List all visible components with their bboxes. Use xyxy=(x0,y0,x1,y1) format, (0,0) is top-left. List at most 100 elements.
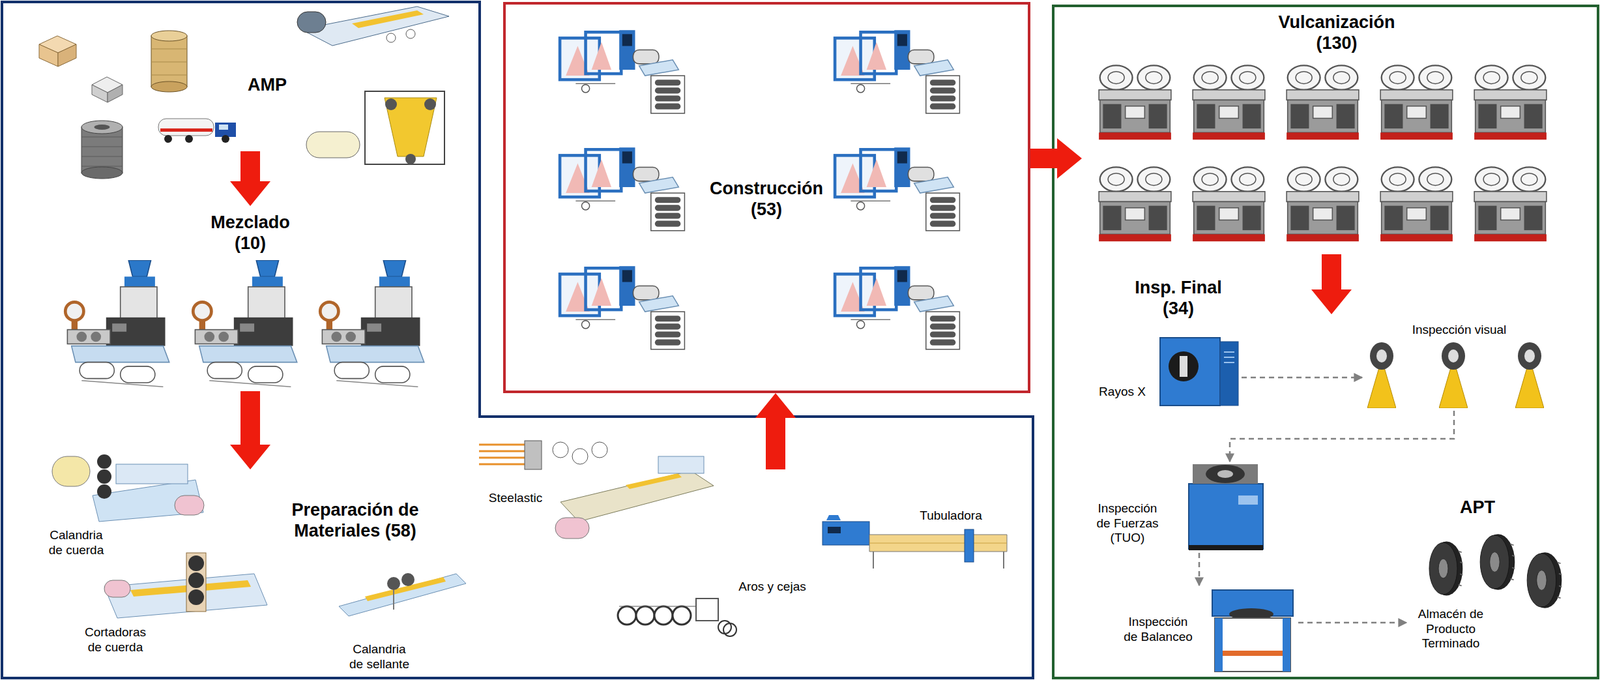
preparation-machine xyxy=(826,514,841,521)
preparation-machine xyxy=(97,469,112,484)
curing-press xyxy=(1474,65,1547,140)
tire-builder xyxy=(559,29,960,350)
preparation-machine xyxy=(696,598,719,621)
raw-material-icons xyxy=(386,33,396,43)
preparation-machine xyxy=(524,440,542,470)
curing-press xyxy=(1474,166,1547,242)
raw-material-icons xyxy=(384,97,437,157)
raw-material-icons xyxy=(218,124,229,130)
preparation-machine xyxy=(174,495,204,515)
inspection-machine xyxy=(1429,541,1463,596)
preparation-machine xyxy=(572,448,588,465)
inspection-machine xyxy=(1220,650,1286,656)
stage-title: Inspección de Balanceo xyxy=(1122,614,1194,645)
inspection-machine xyxy=(1223,361,1235,364)
region-outline xyxy=(1,1,1033,678)
raw-material-icons xyxy=(160,128,213,132)
flow-arrow xyxy=(1311,254,1352,315)
stage-title: Inspección de Fuerzas (TUO) xyxy=(1091,501,1164,546)
preparation-machine xyxy=(52,440,1007,637)
raw-material-icons xyxy=(39,44,59,67)
raw-material-icons xyxy=(81,166,123,179)
preparation-machine xyxy=(827,526,841,534)
stage-title: Vulcanización (130) xyxy=(1266,11,1408,55)
raw-material-icons xyxy=(151,35,188,87)
raw-material-icons xyxy=(151,81,188,92)
preparation-machine xyxy=(619,606,698,607)
mixer-machine xyxy=(65,260,424,387)
part-label: Aros y cejas xyxy=(738,579,806,595)
region-outline xyxy=(1053,5,1599,678)
stage-title: Construcción (53) xyxy=(701,177,832,221)
stage-group: Inspección visual xyxy=(1362,318,1555,411)
dashed-arrow xyxy=(1198,552,1201,586)
raw-material-icons xyxy=(158,118,214,136)
preparation-machine xyxy=(387,576,401,590)
inspection-machine xyxy=(1188,483,1264,549)
preparation-machine xyxy=(338,573,466,616)
part-label: Tubuladora xyxy=(919,508,982,524)
stage-group: Mezclado (10) xyxy=(52,205,437,392)
preparation-machine xyxy=(1003,551,1005,569)
raw-material-icons xyxy=(405,153,416,165)
stage-group: Inspección de Balanceo xyxy=(1115,585,1299,676)
raw-material-icons xyxy=(385,98,397,111)
preparation-machine xyxy=(552,441,569,458)
mixer-machine xyxy=(320,260,424,387)
curing-press xyxy=(1286,65,1359,140)
raw-material-icons xyxy=(364,91,445,165)
stage-group: AMP xyxy=(26,5,457,152)
stage-box: Construcción (53) xyxy=(503,1,1031,393)
raw-material-icons xyxy=(215,122,236,137)
curing-press xyxy=(1286,166,1359,242)
preparation-machine xyxy=(104,573,268,618)
inspection-machine xyxy=(1188,544,1264,551)
part-label: Calandria de sellante xyxy=(346,641,412,672)
dashed-arrow xyxy=(1298,621,1407,624)
preparation-machine xyxy=(822,521,870,545)
preparation-machine xyxy=(625,473,682,489)
curing-press xyxy=(1192,166,1266,242)
preparation-machine xyxy=(479,463,525,466)
raw-material-icons xyxy=(91,84,108,103)
tire-builder xyxy=(834,265,960,350)
raw-material-icons xyxy=(221,134,230,143)
flow-arrow xyxy=(1030,138,1082,179)
inspection-machine xyxy=(1515,342,1544,408)
preparation-machine xyxy=(591,441,608,458)
preparation-machine xyxy=(617,606,637,625)
stage-group: Vulcanización (130) xyxy=(1081,11,1584,255)
raw-material-icons xyxy=(164,134,173,143)
dashed-arrow xyxy=(1229,410,1455,462)
preparation-machine xyxy=(104,580,131,597)
part-label: Cortadoras de cuerda xyxy=(81,625,150,655)
preparation-machine xyxy=(718,620,732,634)
raw-material-icons xyxy=(81,166,123,167)
preparation-machine xyxy=(401,572,415,586)
preparation-machine xyxy=(479,443,525,446)
curing-press xyxy=(1098,65,1547,242)
tire-builder xyxy=(559,147,685,231)
inspection-machine xyxy=(1527,552,1562,609)
inspection-machine xyxy=(1220,341,1239,406)
preparation-machine xyxy=(479,456,525,459)
raw-material-icons xyxy=(406,29,416,39)
curing-press xyxy=(1380,166,1453,242)
raw-material-icons xyxy=(81,156,123,158)
preparation-machine xyxy=(97,484,112,499)
raw-material-icons xyxy=(351,10,424,29)
inspection-machine xyxy=(1480,533,1515,590)
raw-material-icons xyxy=(94,124,111,130)
curing-press xyxy=(1098,65,1172,140)
inspection-machine xyxy=(1205,464,1245,483)
stage-title: Rayos X xyxy=(1098,384,1146,400)
curing-press xyxy=(1380,65,1453,140)
raw-material-icons xyxy=(151,48,188,50)
raw-material-icons xyxy=(107,84,123,103)
inspection-machine xyxy=(1160,337,1562,672)
inspection-machine xyxy=(1238,495,1258,505)
